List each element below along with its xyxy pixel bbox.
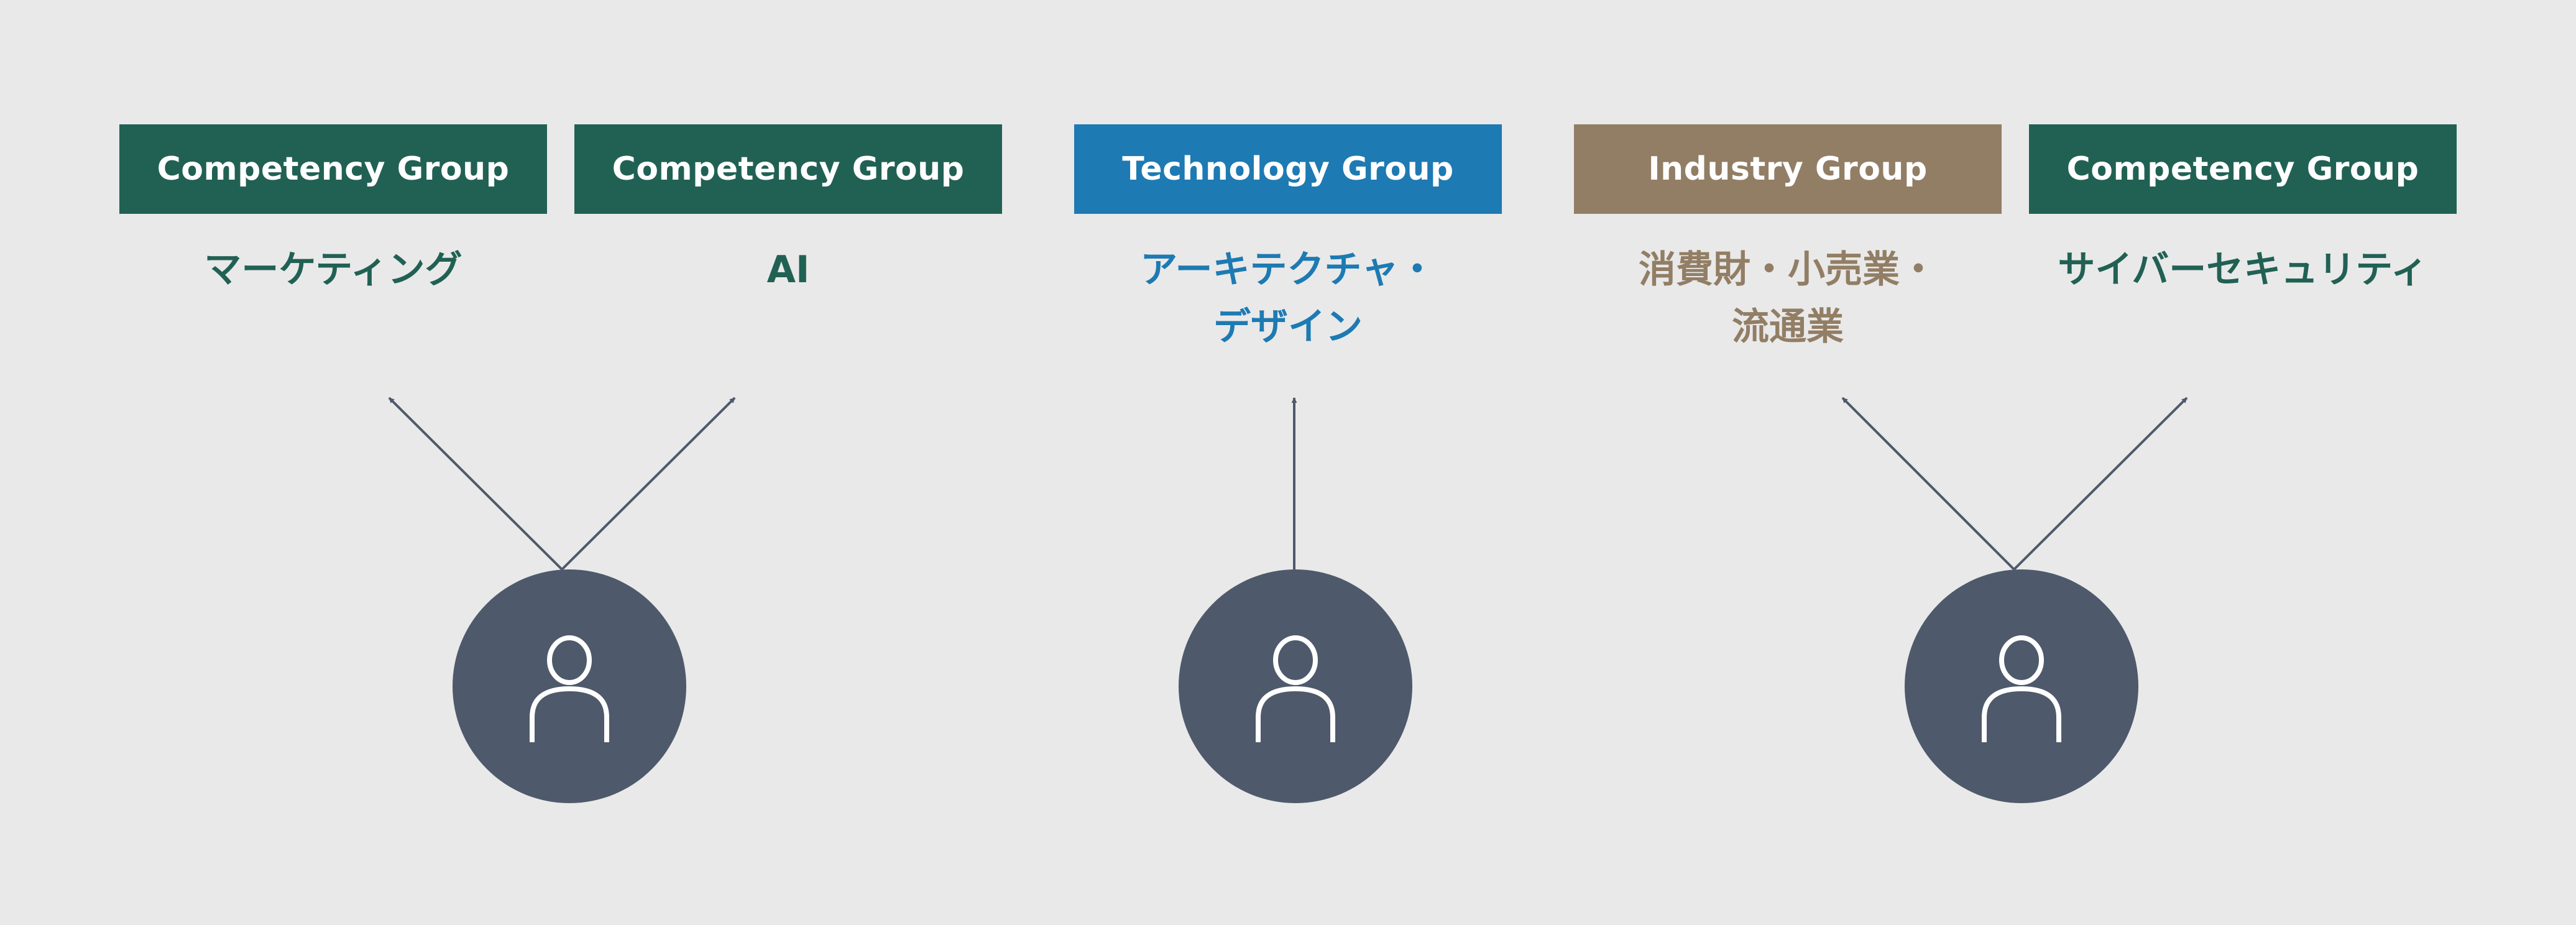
group-box-technology-architecture: Technology Group	[1074, 124, 1502, 214]
arrow-person3-to-cybersecurity	[2013, 397, 2188, 571]
group-name-cybersecurity: サイバーセキュリティ	[2029, 241, 2457, 298]
group-name-marketing: マーケティング	[119, 241, 547, 298]
group-name-line2: 流通業	[1732, 305, 1844, 349]
group-box-competency-marketing: Competency Group	[119, 124, 547, 214]
group-type-label: Competency Group	[2066, 150, 2419, 188]
person-node-3	[1905, 569, 2138, 803]
group-name-line2: デザイン	[1213, 305, 1363, 349]
group-type-label: Industry Group	[1648, 150, 1928, 188]
group-name-line1: マーケティング	[204, 248, 462, 292]
group-name-consumer-retail: 消費財・小売業・ 流通業	[1574, 241, 2002, 356]
group-name-architecture-design: アーキテクチャ・ デザイン	[1074, 241, 1502, 356]
group-name-line1: 消費財・小売業・	[1639, 248, 1937, 292]
group-type-label: Technology Group	[1122, 150, 1454, 188]
group-type-label: Competency Group	[612, 150, 965, 188]
group-box-competency-ai: Competency Group	[574, 124, 1002, 214]
group-name-ai: AI	[574, 241, 1002, 298]
person-node-2	[1179, 569, 1412, 803]
group-box-industry-retail: Industry Group	[1574, 124, 2002, 214]
group-type-label: Competency Group	[157, 150, 510, 188]
group-name-line1: AI	[766, 248, 810, 292]
person-icon	[530, 635, 609, 742]
arrow-person1-to-marketing	[388, 397, 563, 571]
group-name-line1: サイバーセキュリティ	[2058, 248, 2428, 292]
person-node-1	[453, 569, 686, 803]
person-icon	[1256, 635, 1335, 742]
arrow-person3-to-retail	[1841, 397, 2015, 571]
group-name-line1: アーキテクチャ・	[1140, 248, 1436, 292]
group-box-competency-cybersecurity: Competency Group	[2029, 124, 2457, 214]
arrow-person1-to-ai	[561, 397, 736, 571]
person-icon	[1982, 635, 2061, 742]
